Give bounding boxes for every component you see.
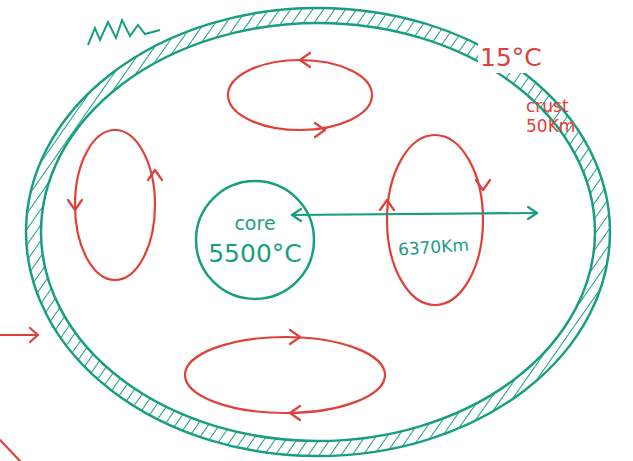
mountains [88, 20, 160, 45]
earth-radius: 6370Km [395, 235, 471, 260]
core-name: core [234, 213, 275, 234]
core-temperature: 5500°C [208, 240, 302, 268]
core-circle: core 5500°C [194, 179, 316, 301]
surface-temperature: 15°C [478, 44, 544, 73]
radius-arrow [292, 207, 537, 221]
crust-thickness: crust 50Km [524, 97, 598, 136]
convection-cells [0, 53, 490, 461]
crust-band [26, 8, 610, 456]
